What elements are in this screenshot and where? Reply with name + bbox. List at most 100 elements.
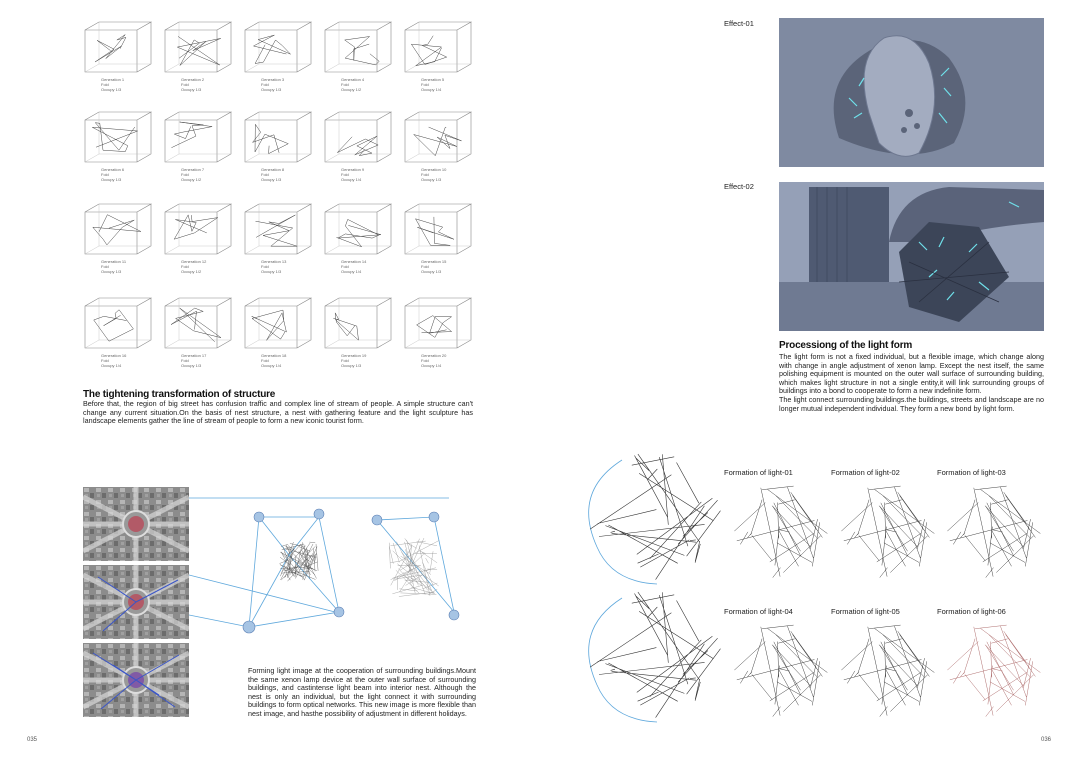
generation-caption-line: Occupy 1/3	[181, 87, 202, 92]
page-number-left: 035	[27, 737, 38, 743]
generation-cube	[164, 111, 233, 163]
generation-caption-line: Fold	[101, 264, 109, 269]
generation-cube	[404, 111, 473, 163]
formation-diagram	[841, 624, 935, 717]
generation-caption-line: Fold	[341, 264, 349, 269]
generation-caption-line: Fold	[101, 172, 109, 177]
aerial-photo-column	[81, 487, 191, 717]
generation-caption-line: Fold	[181, 264, 189, 269]
formation-label: Formation of light-03	[937, 468, 1006, 477]
generation-caption-line: Fold	[421, 264, 429, 269]
generation-caption-line: Occupy 1/4	[421, 87, 442, 92]
light-network-diagram	[188, 487, 479, 637]
aerial-photos	[81, 487, 191, 717]
generation-caption-line: Generation 3	[261, 77, 285, 82]
generation-caption-line: Occupy 1/3	[261, 87, 282, 92]
formation-label: Formation of light-04	[724, 607, 793, 616]
tightening-body: Before that, the region of big street ha…	[83, 399, 473, 426]
generation-caption-line: Generation 16	[101, 353, 127, 358]
generation-caption-line: Occupy 1/2	[181, 269, 202, 274]
formation-label: Formation of light-05	[831, 607, 900, 616]
formation-diagram	[947, 624, 1041, 717]
generation-cube	[84, 203, 153, 255]
generation-caption-line: Fold	[101, 358, 109, 363]
processing-title: Processiong of the light form	[779, 340, 913, 351]
generation-caption-line: Occupy 1/4	[421, 363, 442, 368]
formation-label: Formation of light-01	[724, 468, 793, 477]
generation-caption-line: Occupy 1/2	[341, 87, 362, 92]
generation-caption-line: Generation 14	[341, 259, 367, 264]
generation-caption-line: Occupy 1/3	[261, 269, 282, 274]
formation-diagram	[734, 485, 828, 578]
effect-02-image	[779, 182, 1044, 331]
forming-body: Forming light image at the cooperation o…	[248, 666, 476, 718]
aerial-photo-2	[81, 565, 191, 639]
formation-diagram	[734, 624, 828, 717]
generation-caption-line: Generation 19	[341, 353, 367, 358]
large-formation-1	[588, 453, 721, 585]
tightening-title: The tightening transformation of structu…	[83, 389, 276, 400]
generation-caption-line: Occupy 1/3	[341, 363, 362, 368]
generation-caption-line: Generation 9	[341, 167, 365, 172]
generation-caption-line: Generation 2	[181, 77, 205, 82]
generation-cube	[324, 203, 393, 255]
generation-caption-line: Occupy 1/2	[181, 177, 202, 182]
generation-cube	[404, 21, 473, 73]
network-svg	[188, 497, 460, 634]
generation-caption-line: Occupy 1/3	[101, 177, 122, 182]
generation-caption-line: Generation 15	[421, 259, 447, 264]
effect-01-render	[779, 18, 1044, 167]
generation-caption-line: Fold	[181, 358, 189, 363]
generation-caption-line: Generation 11	[101, 259, 127, 264]
processing-body: The light form is not a fixed individual…	[779, 352, 1044, 413]
generation-caption-line: Fold	[341, 172, 349, 177]
formation-label: Formation of light-06	[937, 607, 1006, 616]
generation-caption-line: Fold	[421, 358, 429, 363]
effect-01-label: Effect-01	[724, 19, 754, 28]
generation-caption-line: Occupy 1/3	[101, 269, 122, 274]
generation-caption-line: Occupy 1/4	[101, 363, 122, 368]
formation-diagram	[841, 485, 935, 578]
page-number-right: 036	[1041, 737, 1052, 743]
generation-caption-line: Fold	[261, 358, 269, 363]
generation-cube	[324, 111, 393, 163]
generation-caption-line: Generation 6	[101, 167, 125, 172]
generation-caption-line: Fold	[261, 264, 269, 269]
generation-cube	[164, 203, 233, 255]
generation-caption-line: Generation 12	[181, 259, 207, 264]
generation-caption-line: Occupy 1/3	[421, 269, 442, 274]
formation-label: Formation of light-02	[831, 468, 900, 477]
generation-caption-line: Generation 4	[341, 77, 365, 82]
generation-cube	[84, 21, 153, 73]
generation-cube	[244, 111, 313, 163]
generation-caption-line: Generation 1	[101, 77, 125, 82]
generation-caption-line: Generation 10	[421, 167, 447, 172]
generation-caption-line: Fold	[181, 82, 189, 87]
generation-cube	[244, 21, 313, 73]
effect-01-image	[779, 18, 1044, 167]
generation-caption-line: Occupy 1/3	[261, 177, 282, 182]
generation-caption-line: Occupy 1/4	[341, 269, 362, 274]
